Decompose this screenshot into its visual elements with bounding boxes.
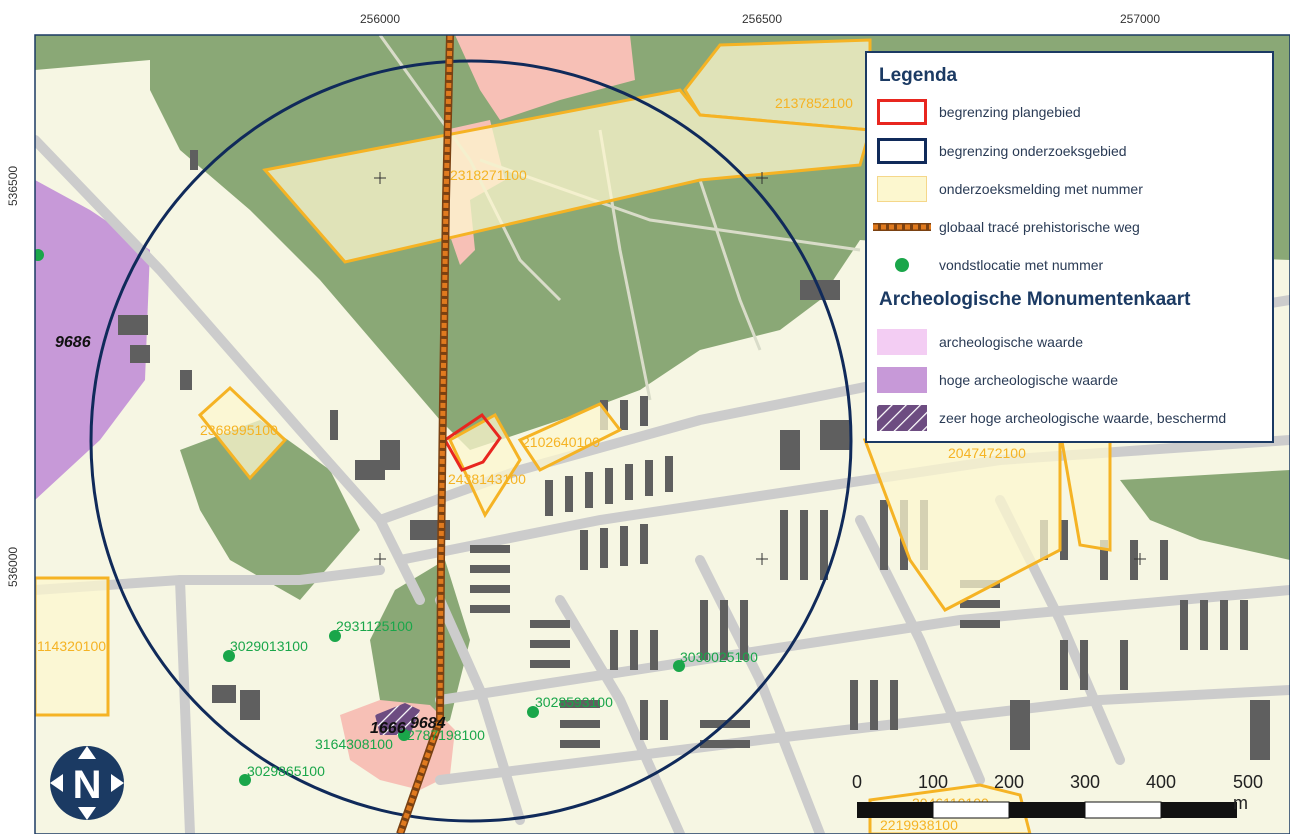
scale-bar: [857, 801, 1237, 819]
legend-panel: Legenda begrenzing plangebied begrenzing…: [865, 51, 1274, 443]
legend-item-amk-very-high: zeer hoge archeologische waarde, bescher…: [877, 405, 1272, 431]
prehistoric-route-dash: [397, 35, 453, 834]
route-swatch: [873, 223, 931, 231]
residential-rows: [470, 396, 1248, 748]
x-coordinate-label: 256000: [359, 12, 401, 26]
legend-item-label: begrenzing plangebied: [939, 104, 1081, 120]
find-label: 3029865100: [247, 763, 325, 779]
research-area-114320100: [35, 576, 110, 717]
research-area-2438143100: [448, 412, 522, 519]
buildings: [118, 150, 1270, 760]
legend-item-label: begrenzing onderzoeksgebied: [939, 143, 1127, 159]
research-areas: [35, 38, 1112, 834]
y-coordinate-label: 536000: [6, 546, 20, 587]
monument-labels: 9686 1666 9684: [55, 334, 446, 737]
find-location-icon: [895, 258, 909, 272]
monument-label: 1666: [370, 720, 406, 737]
research-area-2368995100: [197, 385, 288, 481]
monument-label: 9686: [55, 334, 91, 351]
map-border: [34, 34, 1290, 834]
legend-item-label: vondstlocatie met nummer: [939, 257, 1104, 273]
find-locations: [35, 249, 685, 786]
x-coordinate-label: 256500: [741, 12, 783, 26]
legend-item-label: onderzoeksmelding met nummer: [939, 181, 1143, 197]
legend-item-route: globaal tracé prehistorische weg: [873, 214, 1272, 240]
plan-area-swatch: [877, 99, 927, 125]
research-label: 2137852100: [775, 95, 853, 111]
find-label: 2787198100: [407, 727, 485, 743]
pink-area: [455, 35, 635, 120]
find-label: 3029013100: [230, 638, 308, 654]
research-label: 2318271100: [450, 167, 527, 183]
legend-item-label: globaal tracé prehistorische weg: [939, 219, 1140, 235]
research-swatch: [877, 176, 927, 202]
legend-item-plan-area: begrenzing plangebied: [877, 99, 1272, 125]
find-label: 3030025100: [680, 649, 758, 665]
plan-area-boundary: [443, 412, 502, 472]
study-area-swatch: [877, 138, 927, 164]
study-area-boundary: [89, 59, 853, 823]
scalebar-label: 500 m: [1233, 772, 1264, 813]
amk-value-swatch: [877, 329, 927, 355]
research-label: 2047472100: [948, 445, 1026, 461]
legend-title: Legenda: [879, 65, 958, 86]
research-label: 114320100: [37, 638, 106, 654]
scalebar-label: 300: [1069, 772, 1101, 792]
amk-high-area: [35, 180, 150, 500]
amk-very-high-area: [375, 703, 420, 735]
find-labels: 2931125100 3029013100 3030025100 3028593…: [230, 618, 758, 779]
research-area-2102640100: [517, 402, 623, 472]
find-label: 3028593100: [535, 694, 613, 710]
north-arrow-icon: N: [50, 746, 124, 820]
scalebar-label: 400: [1145, 772, 1177, 792]
legend-item-amk-high: hoge archeologische waarde: [877, 367, 1272, 393]
x-coordinate-label: 257000: [1119, 12, 1161, 26]
research-label: 2368995100: [200, 422, 278, 438]
forest-area: [1120, 470, 1290, 560]
legend-item-find: vondstlocatie met nummer: [877, 252, 1272, 278]
legend-item-label: archeologische waarde: [939, 334, 1083, 350]
find-label: 3164308100: [315, 736, 393, 752]
legend-item-research: onderzoeksmelding met nummer: [877, 176, 1272, 202]
find-label: 2931125100: [336, 618, 413, 634]
grid-crosses: [374, 172, 1146, 565]
legend-item-amk-value: archeologische waarde: [877, 329, 1272, 355]
research-labels: 2137852100 2318271100 2368995100 2102640…: [37, 95, 1026, 833]
scalebar-label: 100: [917, 772, 949, 792]
forest-area: [180, 420, 360, 600]
legend-item-study-area: begrenzing onderzoeksgebied: [877, 138, 1272, 164]
forest-area: [35, 35, 150, 70]
legend-item-label: hoge archeologische waarde: [939, 372, 1119, 388]
legend-section-title: Archeologische Monumentenkaart: [879, 289, 1191, 310]
research-label: 2438143100: [448, 471, 526, 487]
research-label: 2102640100: [522, 434, 600, 450]
monument-label: 9684: [410, 715, 446, 732]
amk-very-high-swatch: [877, 405, 927, 431]
scalebar-label: 0: [851, 772, 863, 792]
research-label: 2219938100: [880, 817, 958, 833]
scalebar-label: 200: [993, 772, 1025, 792]
legend-item-label: zeer hoge archeologische waarde, bescher…: [939, 410, 1227, 426]
y-coordinate-label: 536500: [6, 165, 20, 206]
north-arrow-letter: N: [73, 763, 102, 807]
amk-high-swatch: [877, 367, 927, 393]
